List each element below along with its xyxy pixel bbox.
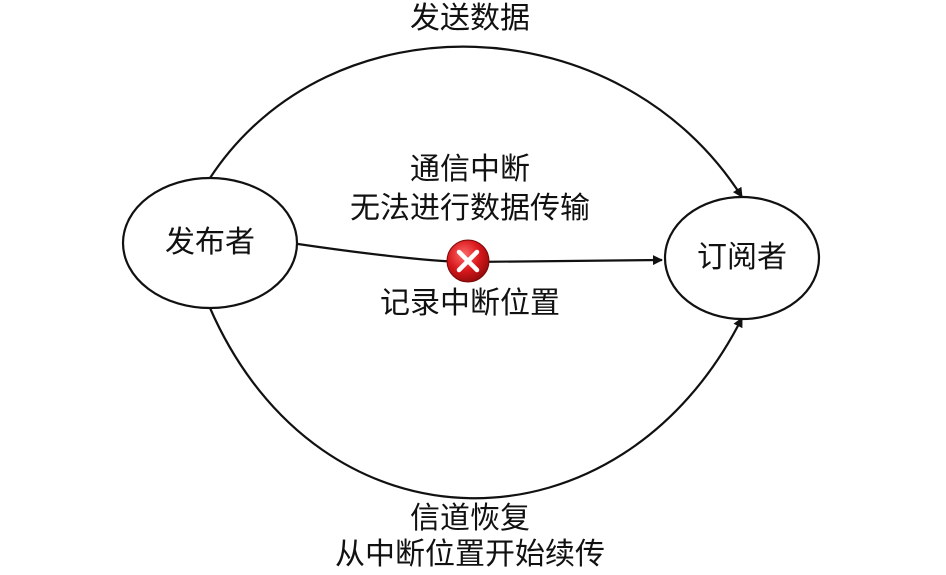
resume-label-line1: 信道恢复 xyxy=(410,501,530,536)
edge-resume xyxy=(208,307,743,500)
edge-send-data xyxy=(209,45,743,198)
top-edge-label: 发送数据 xyxy=(410,1,530,36)
subscriber-label: 订阅者 xyxy=(697,240,787,275)
interrupt-label-line2: 无法进行数据传输 xyxy=(350,191,590,226)
record-position-label: 记录中断位置 xyxy=(380,286,560,321)
error-x-icon xyxy=(446,239,490,283)
resume-label-line2: 从中断位置开始续传 xyxy=(335,537,605,572)
publisher-label: 发布者 xyxy=(165,225,255,260)
publisher-node xyxy=(121,176,299,310)
interrupt-label-line1: 通信中断 xyxy=(410,152,530,187)
subscriber-node xyxy=(663,195,821,321)
